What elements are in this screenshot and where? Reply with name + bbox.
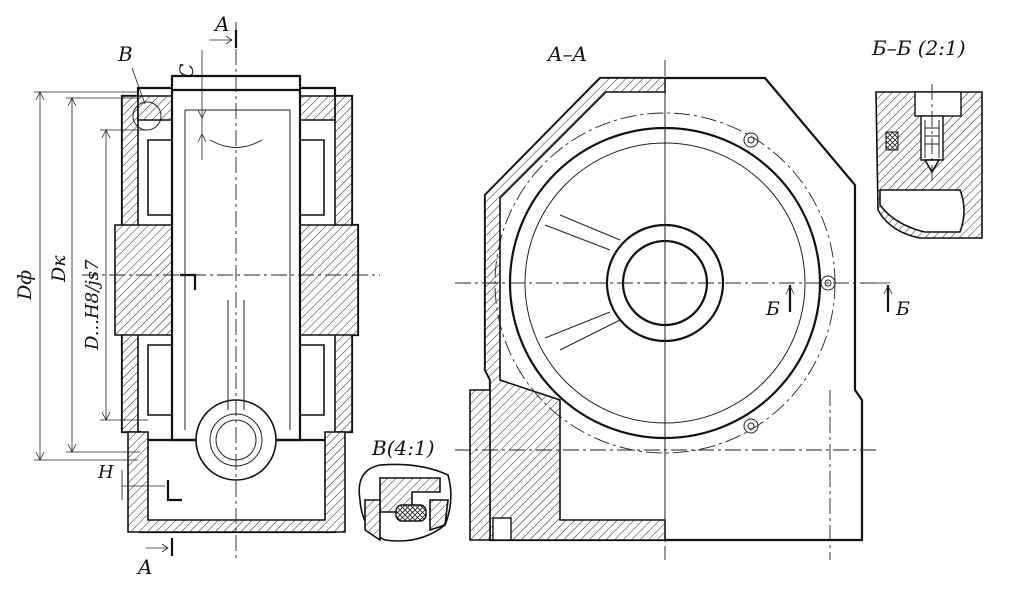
- detail-b-callout: B: [118, 42, 133, 66]
- section-aa-view: [455, 60, 893, 560]
- dimension-h-label: H: [98, 462, 114, 483]
- section-mark-a-bottom: A: [138, 555, 153, 579]
- detail-b-view: [358, 463, 452, 542]
- section-mark-a-top: A: [215, 12, 230, 36]
- dimension-d-label: D...H8/js7: [82, 259, 103, 350]
- left-section-view: [34, 22, 380, 560]
- cut-mark-b-left: Б: [766, 298, 780, 320]
- dimension-dk-label: Dк: [48, 255, 70, 282]
- detail-b-title: B(4:1): [372, 436, 435, 460]
- section-aa-title: A–A: [548, 42, 587, 66]
- section-bb-title: Б–Б (2:1): [872, 36, 966, 60]
- dimension-df-label: Dф: [14, 269, 36, 300]
- cut-mark-b-right: Б: [896, 298, 910, 320]
- section-bb-view: [875, 84, 983, 239]
- dimension-c-label: C: [176, 63, 198, 78]
